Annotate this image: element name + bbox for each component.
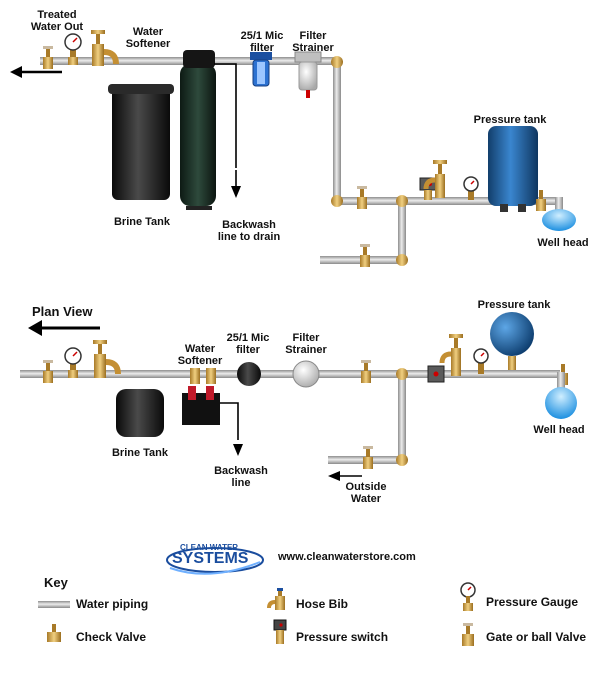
elbow-fitting (331, 56, 343, 68)
flow-arrow-out (10, 66, 62, 78)
check-valve (363, 446, 373, 469)
hose-bib (91, 30, 119, 66)
plan-backwash-label: Backwash line (214, 465, 268, 489)
water-softener-label: Water Softener (125, 26, 171, 50)
check-valve (43, 360, 53, 383)
check-valve (361, 360, 371, 383)
backwash-line-plan (220, 402, 243, 456)
outside-water-arrow (328, 471, 362, 481)
key-pressure-switch-icon (273, 619, 287, 644)
pipe-right-down (333, 60, 341, 200)
plan-pressure-tank-label: Pressure tank (477, 299, 551, 311)
pressure-tank-plan (490, 312, 534, 356)
tee-fitting (396, 195, 408, 207)
strainer-plan (292, 360, 320, 388)
hose-bib (423, 160, 447, 198)
key-hose-bib-label: Hose Bib (296, 597, 349, 611)
water-softener-plan (182, 368, 220, 425)
logo-top-text: CLEAN WATER (180, 543, 238, 552)
key-pressure-switch-label: Pressure switch (296, 630, 389, 644)
check-valve (357, 186, 367, 209)
water-softener-tank (180, 50, 216, 210)
treated-water-out-label: Treated Water Out (30, 9, 84, 33)
filter-strainer (294, 51, 322, 98)
pressure-switch (427, 365, 445, 383)
pipe-mid-main (333, 197, 558, 205)
tank-fitting (508, 356, 516, 370)
outside-water-label: Outside Water (345, 481, 387, 505)
brine-tank (108, 84, 174, 200)
elevation-view (10, 30, 576, 267)
website-text: www.cleanwaterstore.com (277, 551, 416, 563)
key-water-piping-label: Water piping (76, 597, 149, 611)
pressure-gauge (64, 347, 82, 378)
key-check-valve-label: Check Valve (76, 630, 147, 644)
key-hose-bib-icon (267, 588, 285, 610)
pressure-gauge (64, 33, 82, 65)
backwash-drain-line (214, 63, 241, 198)
plan-brine-tank-label: Brine Tank (111, 447, 169, 459)
well-head-plan (545, 372, 577, 419)
check-valve (360, 244, 370, 267)
key-gate-valve-icon (462, 623, 474, 646)
brine-tank-label: Brine Tank (113, 216, 171, 228)
plan-well-head-label: Well head (533, 424, 585, 436)
pressure-tank-label: Pressure tank (473, 114, 547, 126)
mic-filter-label: 25/1 Mic filter (240, 30, 284, 54)
check-valve (43, 46, 53, 69)
hose-bib (93, 340, 121, 378)
plan-view-title: Plan View (32, 304, 93, 319)
key-check-valve-icon (47, 624, 61, 642)
clean-water-systems-logo: CLEAN WATER SYSTEMS (166, 543, 264, 575)
elbow-fitting (396, 454, 408, 466)
plan-view-arrow (28, 320, 100, 336)
backwash-label: Backwash line to drain (217, 219, 281, 243)
pipe-plan-tee (398, 374, 406, 462)
sediment-filter (250, 52, 272, 87)
filter-strainer-label: Filter Strainer (292, 30, 334, 54)
plan-view (20, 312, 577, 481)
pressure-gauge (473, 348, 489, 374)
pipe-plan-main (20, 370, 560, 378)
pressure-gauge (463, 176, 479, 200)
key-pressure-gauge-label: Pressure Gauge (486, 595, 579, 609)
key-pressure-gauge-icon (460, 582, 476, 611)
plan-water-softener-label: Water Softener (177, 343, 223, 367)
key-title: Key (44, 575, 68, 590)
key-legend (38, 582, 476, 646)
plan-filter-strainer-label: Filter Strainer (285, 332, 327, 356)
brine-tank-plan (116, 389, 164, 437)
pressure-tank (488, 126, 538, 212)
key-gate-valve-label: Gate or ball Valve (486, 630, 587, 644)
tee-fitting (396, 368, 408, 380)
elbow-fitting (331, 195, 343, 207)
hose-bib (439, 334, 463, 376)
well-head (542, 197, 576, 231)
logo-main-text: SYSTEMS (172, 550, 249, 567)
elbow-fitting (396, 254, 408, 266)
plan-mic-filter-label: 25/1 Mic filter (226, 332, 270, 356)
well-head-label: Well head (537, 237, 589, 249)
mic-filter-plan (237, 362, 261, 386)
check-valve (536, 190, 546, 211)
key-pipe-icon (38, 601, 70, 608)
pipe-tee-down (398, 200, 406, 260)
